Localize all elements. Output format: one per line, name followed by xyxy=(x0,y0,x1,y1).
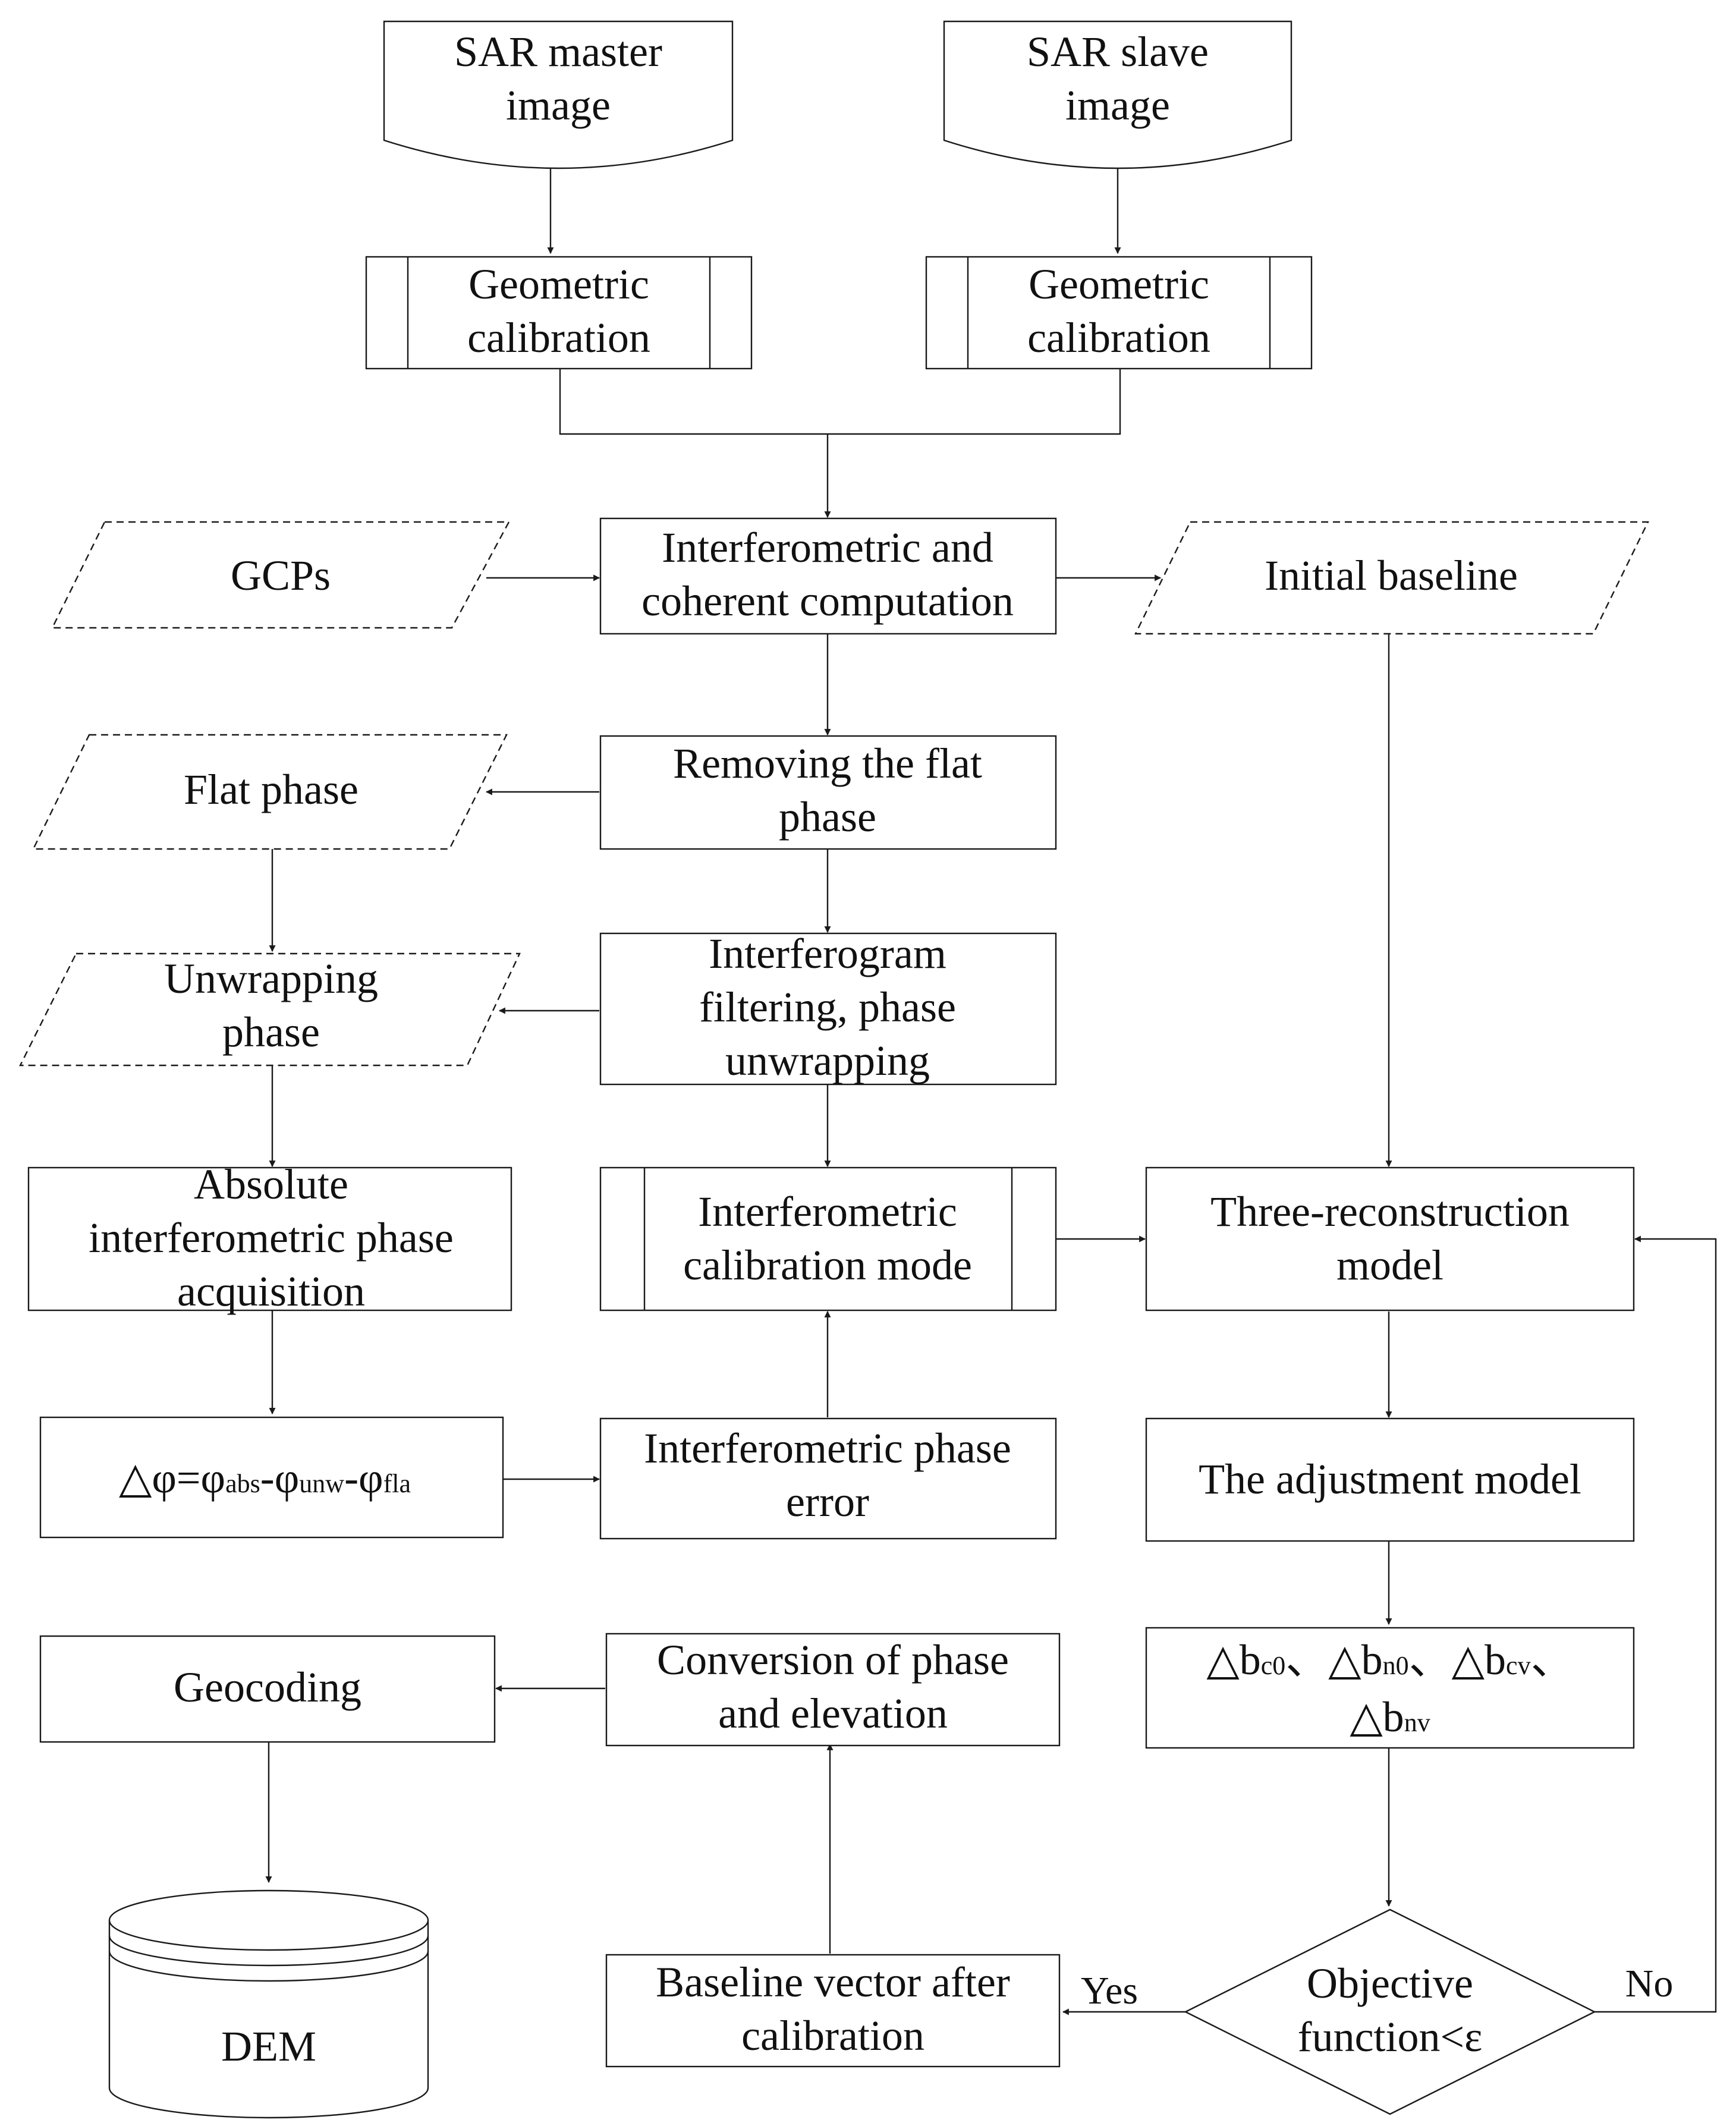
process-box xyxy=(39,1635,496,1743)
node-removing-flat-phase: Removing the flat phase xyxy=(599,735,1057,850)
process-box xyxy=(605,1954,1061,2068)
filtering-line1: Interferogram xyxy=(709,930,946,977)
recon-line1: Three-reconstruction xyxy=(1210,1188,1570,1235)
node-delta-phi-formula: △φ=φabs-φunw-φfla xyxy=(39,1416,504,1539)
edge-objective-no-loop xyxy=(1595,1235,1717,2013)
data-parallelogram xyxy=(32,734,508,850)
dem-label: DEM xyxy=(221,2023,316,2070)
phase-error-line2: error xyxy=(786,1478,869,1526)
node-gcps: GCPs xyxy=(51,521,511,629)
node-objective-function-decision: Objective function<ε xyxy=(1184,1908,1596,2115)
delta-phi-formula: △φ=φabs-φunw-φfla xyxy=(119,1454,411,1502)
process-box xyxy=(1145,1417,1635,1542)
interf-line1: Interferometric and xyxy=(662,524,993,571)
edge-geocal-join xyxy=(559,369,1121,435)
objective-line2: function<ε xyxy=(1298,2013,1483,2061)
geocal-left-line2: calibration xyxy=(467,314,650,361)
delta-b-line2: △bnv xyxy=(1350,1693,1430,1741)
process-box xyxy=(1145,1627,1635,1749)
gcps-label: GCPs xyxy=(231,552,331,599)
node-interferogram-filtering: Interferogram filtering, phase unwrappin… xyxy=(599,930,1057,1086)
process-box xyxy=(599,735,1057,850)
edge-label-yes: Yes xyxy=(1081,1969,1138,2012)
geocal-right-line2: calibration xyxy=(1027,314,1210,361)
master-line1: SAR master xyxy=(454,28,662,76)
edge-label-no: No xyxy=(1625,1962,1674,2005)
geocal-left-line1: Geometric xyxy=(468,260,649,308)
flat-phase-label: Flat phase xyxy=(184,766,358,813)
node-sar-master-image: SAR master image xyxy=(383,20,734,169)
objective-line1: Objective xyxy=(1307,1960,1473,2007)
slave-line2: image xyxy=(1065,81,1170,129)
process-box xyxy=(599,1417,1057,1540)
process-box xyxy=(27,1166,512,1312)
phase-error-line1: Interferometric phase xyxy=(644,1424,1011,1472)
process-box xyxy=(599,1166,1057,1312)
unwrap-line1: Unwrapping xyxy=(164,955,378,1002)
data-parallelogram xyxy=(51,521,511,629)
node-absolute-phase-acquisition: Absolute interferometric phase acquisiti… xyxy=(27,1161,512,1315)
cylinder-top xyxy=(108,1889,429,1951)
baseline-after-line2: calibration xyxy=(741,2012,924,2059)
process-box xyxy=(1145,1166,1635,1312)
slave-line1: SAR slave xyxy=(1027,28,1209,76)
process-box xyxy=(39,1416,504,1539)
node-conversion-phase-elevation: Conversion of phase and elevation xyxy=(605,1633,1061,1747)
document-shape xyxy=(943,20,1292,169)
document-shape xyxy=(383,20,734,169)
remove-flat-line2: phase xyxy=(779,793,876,841)
conversion-line2: and elevation xyxy=(718,1690,948,1737)
master-line2: image xyxy=(506,81,611,129)
node-interferometric-calibration-mode: Interferometric calibration mode xyxy=(599,1166,1057,1312)
node-interferometric-phase-error: Interferometric phase error xyxy=(599,1417,1057,1540)
process-box xyxy=(599,932,1057,1086)
process-box xyxy=(605,1633,1061,1747)
decision-diamond xyxy=(1184,1908,1596,2115)
process-box xyxy=(365,256,753,370)
interf-line2: coherent computation xyxy=(641,577,1014,625)
node-three-reconstruction-model: Three-reconstruction model xyxy=(1145,1166,1635,1312)
node-initial-baseline: Initial baseline xyxy=(1134,521,1649,635)
filtering-line2: filtering, phase xyxy=(699,983,956,1031)
geocal-right-line1: Geometric xyxy=(1029,260,1209,308)
connectors xyxy=(265,159,1717,2015)
process-box xyxy=(925,256,1313,370)
node-geocoding: Geocoding xyxy=(39,1635,496,1743)
node-delta-b-values: △bc0、△bn0、△bcv、 △bnv xyxy=(1145,1627,1635,1749)
node-sar-slave-image: SAR slave image xyxy=(943,20,1292,169)
process-box xyxy=(599,517,1057,635)
node-dem: DEM xyxy=(108,1889,429,2119)
cylinder-body xyxy=(108,1920,429,2119)
baseline-after-line1: Baseline vector after xyxy=(656,1958,1010,2006)
node-adjustment-model: The adjustment model xyxy=(1145,1417,1635,1542)
recon-line2: model xyxy=(1336,1241,1443,1289)
node-geometric-calibration-right: Geometric calibration xyxy=(925,256,1313,370)
node-baseline-vector-after-calibration: Baseline vector after calibration xyxy=(605,1954,1061,2068)
node-unwrapping-phase: Unwrapping phase xyxy=(19,952,521,1067)
filtering-line3: unwrapping xyxy=(725,1037,930,1084)
abs-line2: interferometric phase xyxy=(89,1214,454,1262)
data-parallelogram xyxy=(1134,521,1649,635)
abs-line1: Absolute xyxy=(194,1161,348,1208)
unwrap-line2: phase xyxy=(222,1008,320,1056)
data-parallelogram xyxy=(19,952,521,1067)
node-interferometric-coherent-computation: Interferometric and coherent computation xyxy=(599,517,1057,635)
geocoding-label: Geocoding xyxy=(174,1663,361,1711)
adjust-label: The adjustment model xyxy=(1199,1455,1581,1503)
node-geometric-calibration-left: Geometric calibration xyxy=(365,256,753,370)
node-flat-phase: Flat phase xyxy=(32,734,508,850)
calibmode-line2: calibration mode xyxy=(683,1241,972,1289)
remove-flat-line1: Removing the flat xyxy=(673,740,982,787)
abs-line3: acquisition xyxy=(177,1268,365,1315)
conversion-line1: Conversion of phase xyxy=(657,1636,1009,1684)
calibmode-line1: Interferometric xyxy=(698,1188,957,1235)
delta-b-line1: △bc0、△bn0、△bcv、 xyxy=(1206,1636,1573,1684)
initial-baseline-label: Initial baseline xyxy=(1265,552,1518,599)
